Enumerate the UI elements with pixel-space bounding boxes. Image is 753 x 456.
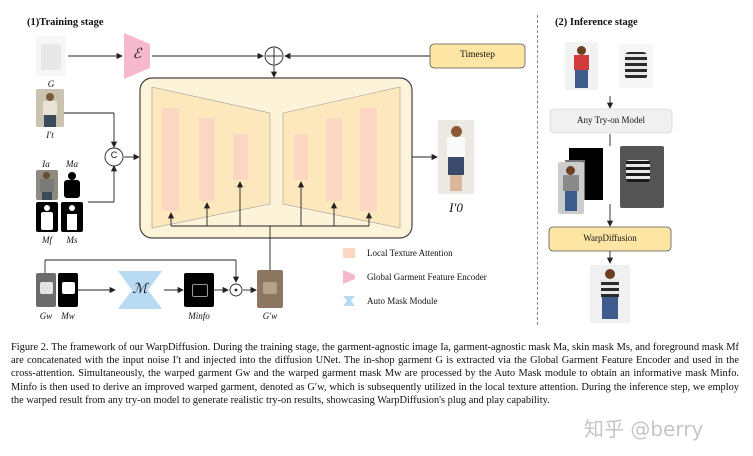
label-I0: I′0: [449, 200, 463, 215]
inference-person: [565, 42, 598, 90]
any-tryon-model-label: Any Try-on Model: [576, 115, 645, 125]
timestep-label: Timestep: [459, 50, 496, 60]
concat-node: [104, 147, 124, 167]
attention-bar-2: [199, 118, 215, 201]
figure-caption: Figure 2. The framework of our WarpDiffu…: [11, 342, 739, 406]
informative-mask: [184, 273, 214, 307]
output-image: [438, 120, 474, 194]
agnostic-mask: [61, 170, 83, 200]
agnostic-image: [36, 170, 58, 200]
legend-encoder: Global Garment Feature Encoder: [367, 272, 487, 282]
noisy-input-image: [36, 89, 64, 127]
label-Minfo: Minfo: [188, 311, 210, 321]
warped-person: [558, 162, 584, 214]
label-Gw: Gw: [39, 311, 53, 321]
label-Mw: Mw: [61, 311, 75, 321]
warped-garment: [36, 273, 56, 307]
warped-garment-stack: [620, 146, 664, 208]
training-diagram: [44, 33, 673, 309]
warpdiffusion-box: [548, 226, 672, 252]
any-tryon-model-box: [549, 108, 673, 134]
label-Mf: Mf: [42, 235, 52, 245]
label-Ma: Ma: [66, 159, 78, 169]
inference-stage-title: (2) Inference stage: [555, 17, 638, 28]
legend-local-texture: Local Texture Attention: [367, 248, 453, 258]
warped-garment-mask: [58, 273, 78, 307]
stage-divider: [537, 15, 538, 325]
auto-mask-module-shape: [118, 271, 162, 309]
label-Ia: Ia: [42, 159, 50, 169]
attention-bar-6: [360, 108, 377, 211]
timestep-box: [429, 43, 526, 69]
label-G: G: [47, 79, 55, 89]
label-Gpw: G′w: [262, 311, 278, 321]
foreground-mask: [36, 202, 58, 232]
attention-bar-4: [294, 134, 308, 180]
mask-module-symbol: ℳ: [132, 282, 148, 297]
training-stage-title: (1)Training stage: [27, 17, 104, 28]
improved-warped-garment: [257, 270, 283, 308]
skin-mask: [61, 202, 83, 232]
legend-swatch-local-texture: [343, 248, 355, 258]
attention-bar-5: [326, 118, 342, 201]
attention-bar-1: [162, 108, 179, 211]
concat-symbol: C: [110, 150, 118, 160]
legend-mask-module: Auto Mask Module: [367, 296, 438, 306]
inference-garment: [619, 44, 653, 88]
legend-swatch-encoder: [343, 270, 355, 284]
encoder-symbol: ℰ: [132, 47, 142, 62]
watermark: 知乎 @berry: [584, 417, 704, 441]
label-Ms: Ms: [66, 235, 78, 245]
warpdiffusion-label: WarpDiffusion: [583, 233, 637, 243]
inference-output: [590, 265, 630, 323]
garment-image: [36, 36, 66, 76]
legend-swatch-mask: [343, 296, 355, 306]
label-It: I′t: [46, 130, 54, 140]
attention-bar-3: [233, 134, 248, 180]
global-garment-encoder-shape: [124, 33, 150, 79]
